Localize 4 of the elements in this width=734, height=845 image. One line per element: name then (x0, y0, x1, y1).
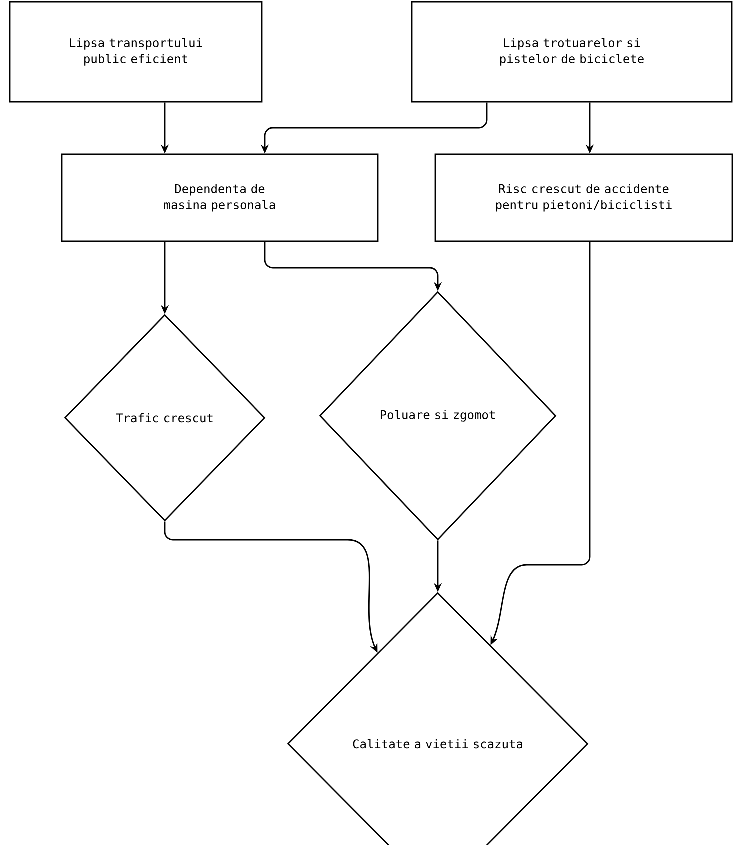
process-box: Risc crescut de accidente pentru pietoni/biciclisti (434, 154, 734, 242)
process-box: Lipsa trotuarelor si pistelor de biciclete (411, 1, 733, 103)
process-box: Lipsa transportului public eficient (9, 1, 263, 103)
process-box: Dependenta de masina personala (61, 154, 379, 242)
